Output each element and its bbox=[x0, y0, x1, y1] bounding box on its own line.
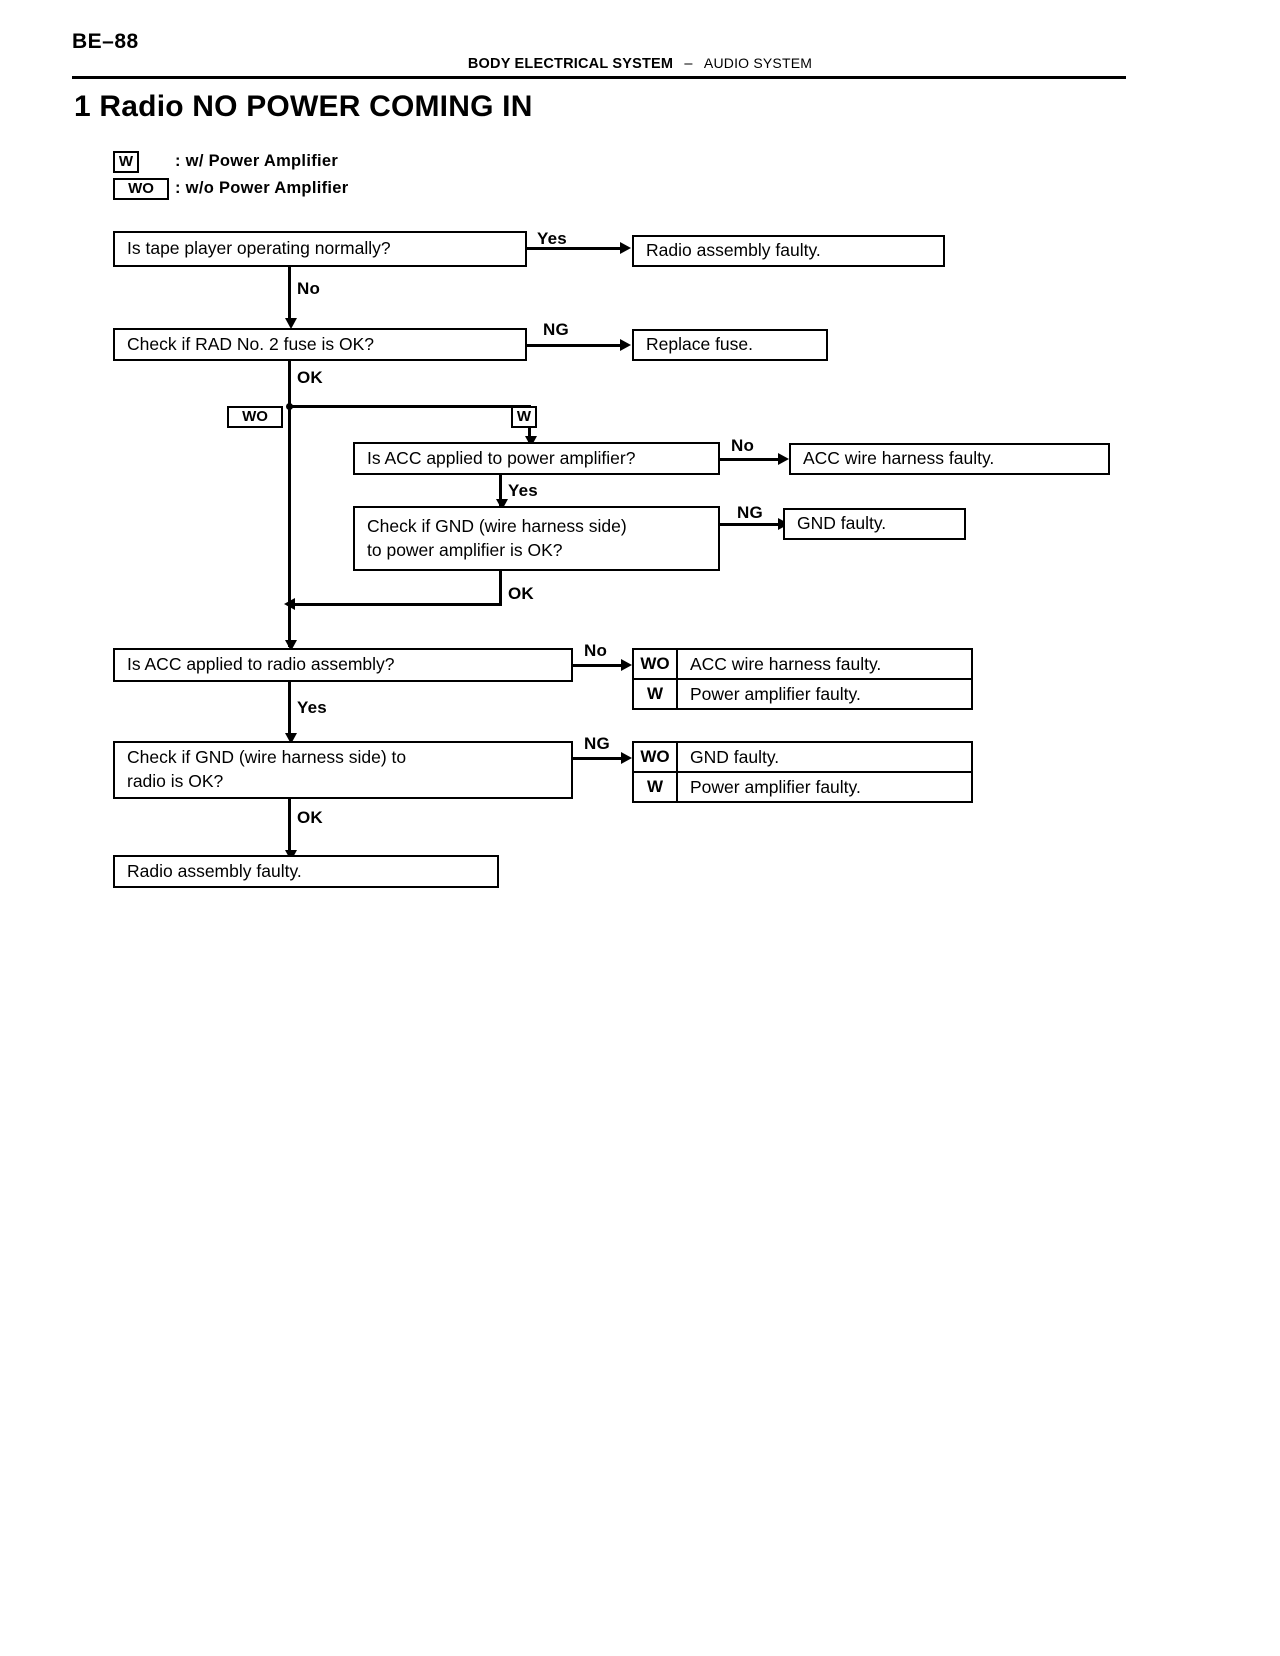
legend-item-w: W : w/ Power Amplifier bbox=[113, 148, 348, 175]
edge-label-no-acc-amp: No bbox=[731, 436, 755, 455]
legend-tag-w: W bbox=[113, 150, 139, 173]
edge-fuse-ng bbox=[527, 344, 622, 347]
edge-acc-radio-no-arrow bbox=[621, 659, 632, 671]
edge-label-ng-gnd-radio: NG bbox=[584, 734, 610, 753]
edge-label-ok-gnd-amp: OK bbox=[508, 584, 534, 603]
flow-node-gnd-radio-text: Check if GND (wire harness side) to radi… bbox=[127, 747, 407, 791]
edge-acc-amp-no-arrow bbox=[778, 453, 789, 465]
edge-gnd-amp-ng bbox=[720, 523, 782, 526]
edge-acc-radio-yes bbox=[288, 682, 291, 736]
split-row-gnd-wo: WO GND faulty. bbox=[634, 743, 971, 771]
split-value-wo: ACC wire harness faulty. bbox=[690, 653, 882, 674]
edge-fuse-ok bbox=[288, 361, 291, 406]
legend-tag-wo: WO bbox=[113, 177, 169, 200]
edge-fuse-ng-arrow bbox=[620, 339, 631, 351]
flow-node-gnd-power-amplifier-text: Check if GND (wire harness side) to powe… bbox=[367, 515, 627, 560]
flow-node-radio-assembly-faulty-bottom: Radio assembly faulty. bbox=[113, 855, 499, 888]
edge-acc-amp-yes bbox=[499, 475, 502, 507]
edge-label-ng-fuse: NG bbox=[543, 320, 569, 339]
edge-label-ok-fuse: OK bbox=[297, 368, 323, 387]
flow-node-gnd-power-amplifier: Check if GND (wire harness side) to powe… bbox=[353, 506, 720, 571]
troubleshooting-flowchart: Is tape player operating normally? Yes R… bbox=[113, 229, 1110, 888]
edge-tape-no-arrow bbox=[285, 318, 297, 329]
split-value-gnd-wo: GND faulty. bbox=[690, 746, 780, 767]
flow-node-gnd-faulty: GND faulty. bbox=[783, 508, 966, 540]
split-value-w: Power amplifier faulty. bbox=[690, 683, 861, 704]
flow-node-gnd-radio: Check if GND (wire harness side) to radi… bbox=[113, 741, 573, 799]
legend-tag-wo-wrap: WO bbox=[113, 177, 175, 200]
edge-label-ok-gnd-radio: OK bbox=[297, 808, 323, 827]
edge-acc-radio-yes-arrow bbox=[285, 733, 297, 744]
flow-node-radio-assembly-faulty-top: Radio assembly faulty. bbox=[632, 235, 945, 267]
flow-split-acc-radio-results: WO ACC wire harness faulty. W Power ampl… bbox=[632, 648, 973, 710]
edge-gnd-radio-ok bbox=[288, 799, 291, 854]
legend: W : w/ Power Amplifier WO : w/o Power Am… bbox=[113, 148, 348, 202]
edge-branch-to-w bbox=[288, 405, 531, 408]
split-key-w: W bbox=[634, 680, 678, 708]
flow-split-gnd-radio-results: WO GND faulty. W Power amplifier faulty. bbox=[632, 741, 973, 803]
legend-item-wo: WO : w/o Power Amplifier bbox=[113, 175, 348, 202]
split-value-gnd-w: Power amplifier faulty. bbox=[690, 776, 861, 797]
legend-desc-w: : w/ Power Amplifier bbox=[175, 152, 339, 170]
edge-branch-w-arrow bbox=[525, 436, 537, 447]
edge-label-ng-gnd-amp: NG bbox=[737, 503, 763, 522]
legend-tag-w-wrap: W bbox=[113, 150, 175, 173]
edge-label-yes-tape: Yes bbox=[537, 229, 567, 248]
edge-gnd-amp-ok-down bbox=[499, 571, 502, 605]
edge-gnd-radio-ng-arrow bbox=[621, 752, 632, 764]
legend-desc-wo: : w/o Power Amplifier bbox=[175, 179, 349, 197]
branch-tag-w: W bbox=[511, 406, 537, 428]
edge-gnd-amp-ok-arrow bbox=[284, 598, 295, 610]
flow-node-acc-power-amplifier: Is ACC applied to power amplifier? bbox=[353, 442, 720, 475]
edge-acc-amp-yes-arrow bbox=[496, 499, 508, 510]
flow-node-acc-radio-assembly: Is ACC applied to radio assembly? bbox=[113, 648, 573, 682]
edge-label-yes-acc-radio: Yes bbox=[297, 698, 327, 717]
flow-node-replace-fuse: Replace fuse. bbox=[632, 329, 828, 361]
edge-gnd-amp-ok-left bbox=[292, 603, 502, 606]
split-key-wo: WO bbox=[634, 650, 678, 678]
split-row-gnd-w: W Power amplifier faulty. bbox=[634, 771, 971, 801]
edge-label-no-tape: No bbox=[297, 279, 321, 298]
edge-branch-wo-down bbox=[288, 405, 291, 647]
edge-tape-yes bbox=[527, 247, 622, 250]
split-key-gnd-w: W bbox=[634, 773, 678, 801]
running-header: BODY ELECTRICAL SYSTEM – AUDIO SYSTEM bbox=[0, 55, 1280, 72]
edge-tape-no bbox=[288, 267, 291, 321]
edge-acc-amp-no bbox=[720, 458, 782, 461]
page-title: 1 Radio NO POWER COMING IN bbox=[74, 90, 533, 123]
branch-tag-wo: WO bbox=[227, 406, 283, 428]
edge-gnd-radio-ng bbox=[573, 757, 625, 760]
split-key-gnd-wo: WO bbox=[634, 743, 678, 771]
edge-label-yes-acc-amp: Yes bbox=[508, 481, 538, 500]
edge-branch-wo-arrow bbox=[285, 640, 297, 651]
header-divider bbox=[72, 76, 1126, 79]
flow-node-rad-fuse: Check if RAD No. 2 fuse is OK? bbox=[113, 328, 527, 361]
edge-acc-radio-no bbox=[573, 664, 625, 667]
edge-tape-yes-arrow bbox=[620, 242, 631, 254]
split-row-wo: WO ACC wire harness faulty. bbox=[634, 650, 971, 678]
edge-label-no-acc-radio: No bbox=[584, 641, 608, 660]
split-row-w: W Power amplifier faulty. bbox=[634, 678, 971, 708]
running-header-separator: – bbox=[684, 56, 693, 72]
page-number: BE–88 bbox=[72, 30, 139, 53]
flow-node-acc-wire-harness-faulty: ACC wire harness faulty. bbox=[789, 443, 1110, 475]
flow-node-tape-player: Is tape player operating normally? bbox=[113, 231, 527, 267]
running-header-system: BODY ELECTRICAL SYSTEM bbox=[467, 56, 674, 72]
running-header-subsystem: AUDIO SYSTEM bbox=[703, 55, 813, 71]
